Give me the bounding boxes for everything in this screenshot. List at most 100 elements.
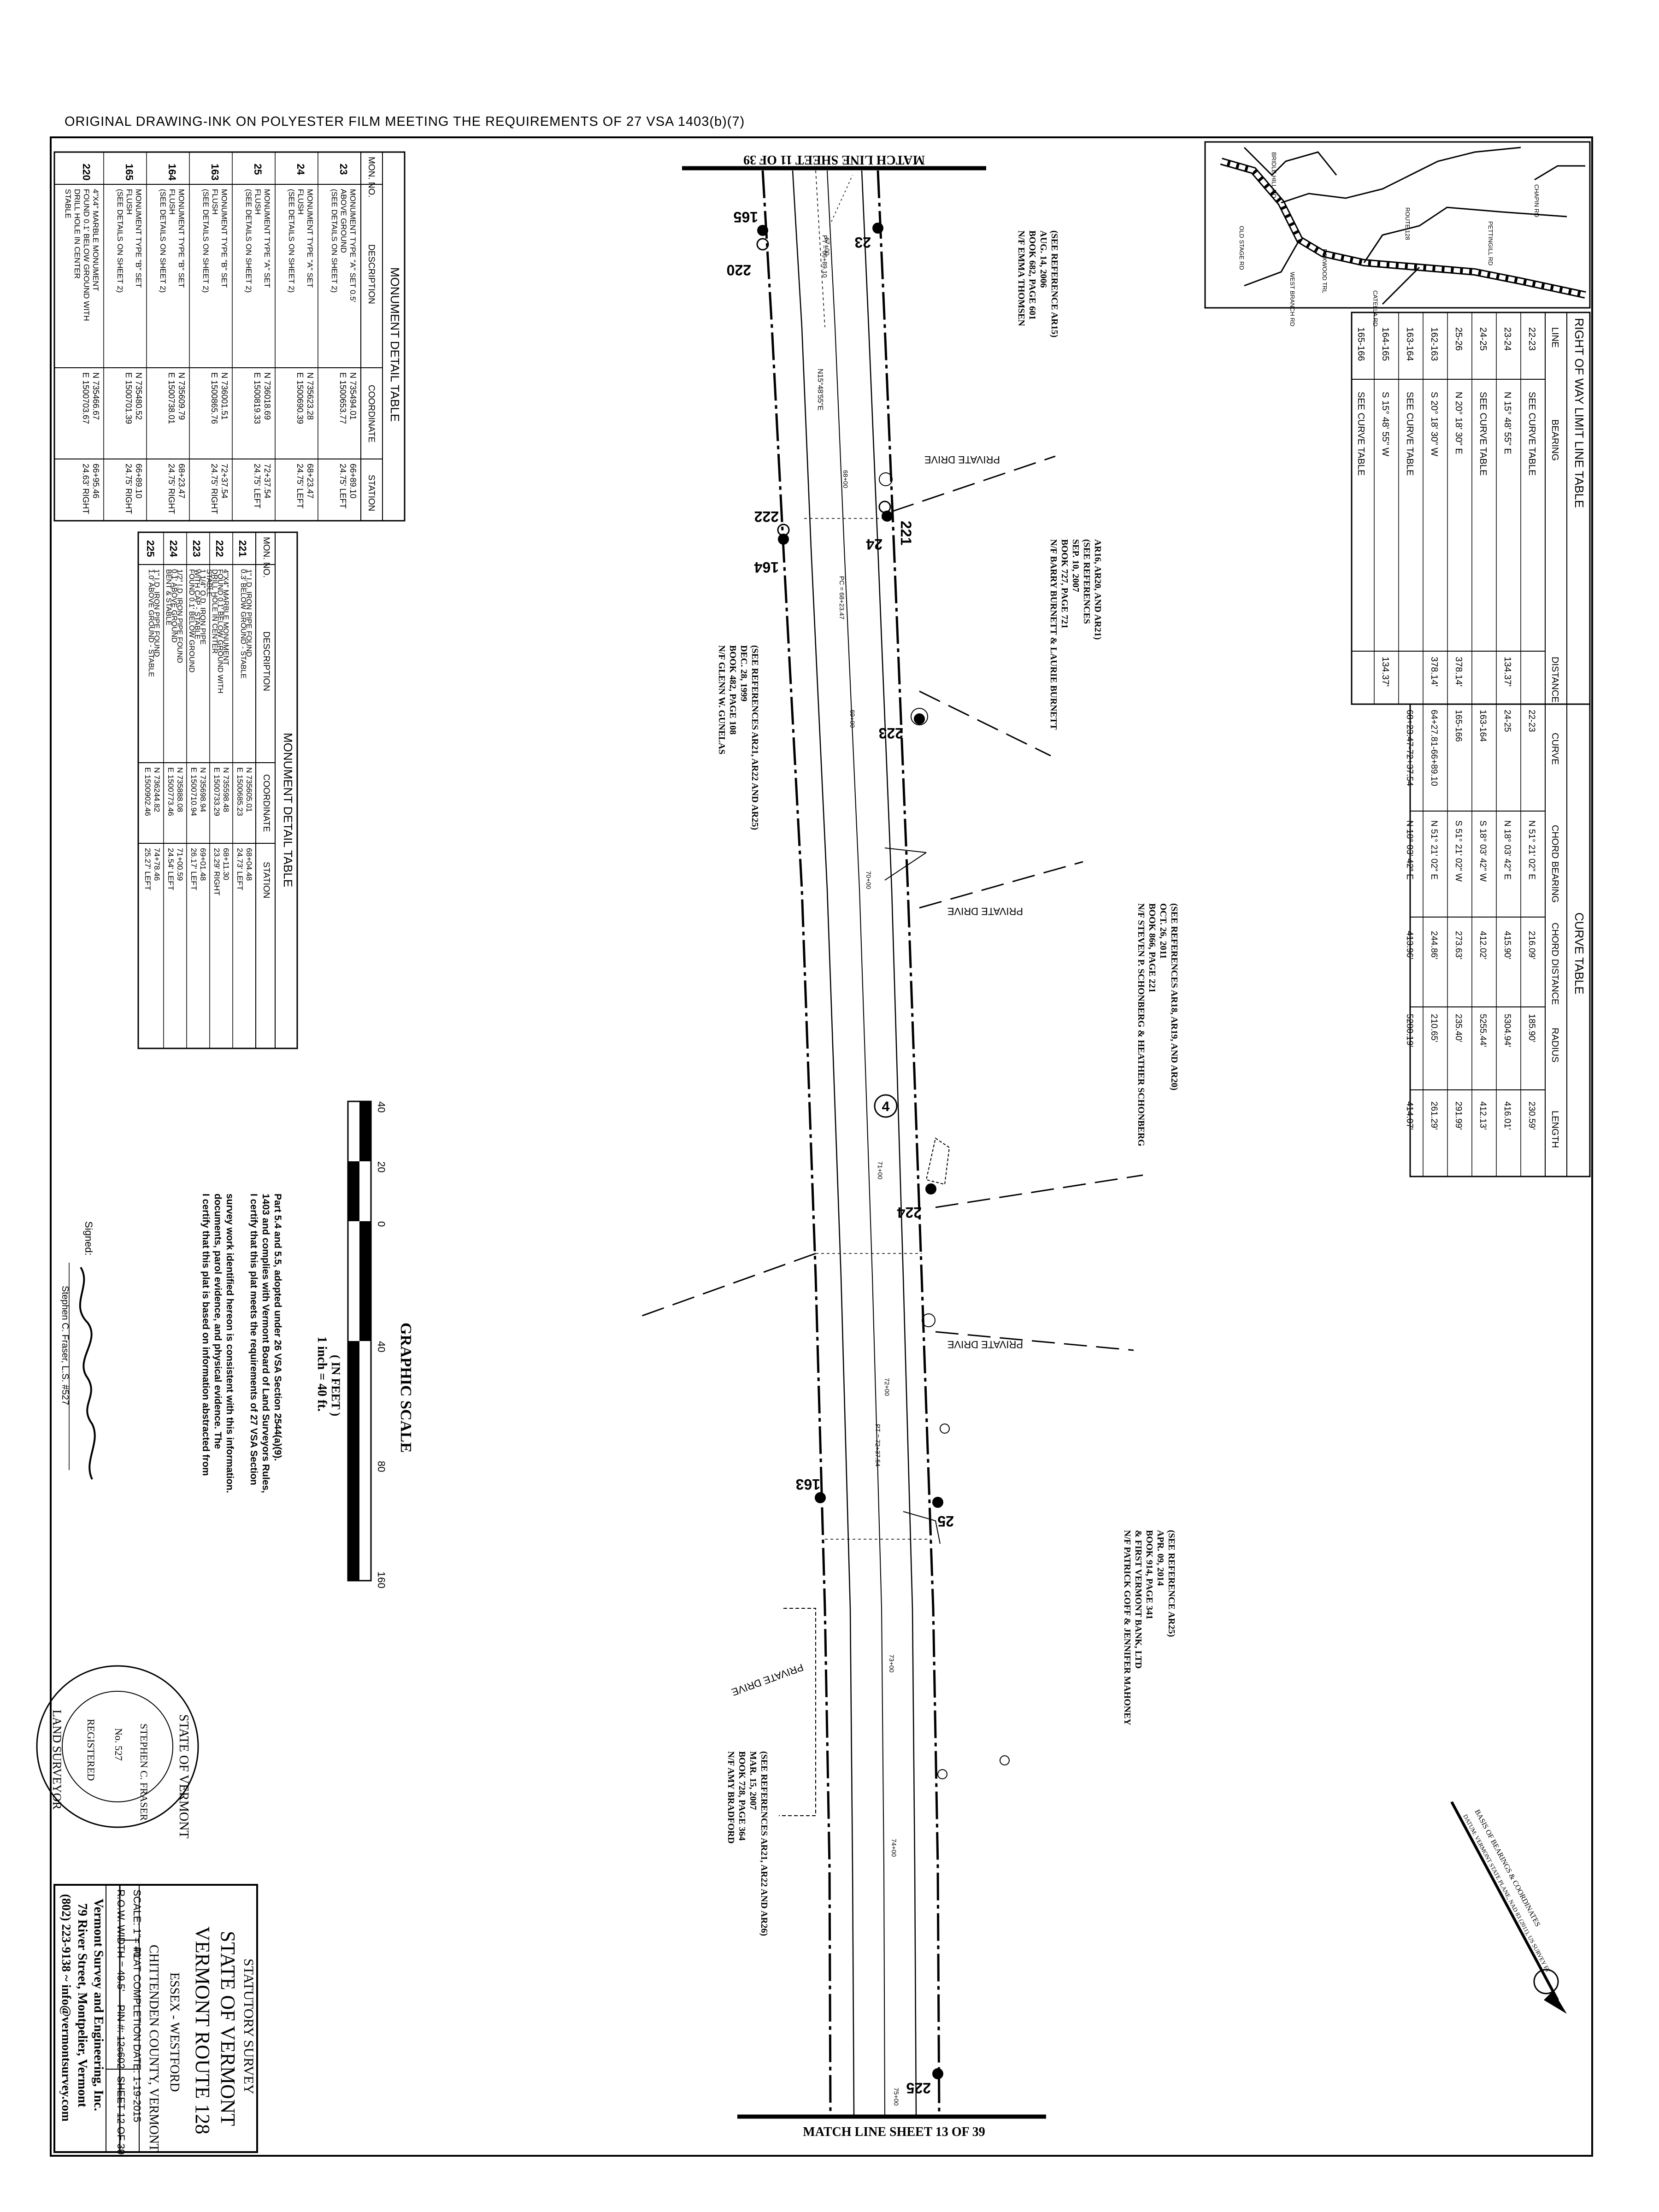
svg-text:AR16, AR20, AND AR21): AR16, AR20, AND AR21) [1093,539,1103,640]
monument-2-desc-0-1: 0.3' BELOW GROUND - STABLE [239,569,247,678]
monument-2-desc-4-0: 1" I.D. IRON PIPE FOUND [153,569,160,657]
svg-text:Part 5.4 and 5.5, adopted unde: Part 5.4 and 5.5, adopted under 26 VSA S… [272,1194,283,1461]
station-75: 75+00 [893,2088,900,2106]
curve-table-bearing-4: N 51° 21' 02" E [1429,820,1439,880]
monument-table-1-header-coord: COORDINATE [366,385,376,442]
property-line-c [919,861,1083,909]
row-table-line-7: 165-166 [1356,327,1366,361]
svg-text:BOOK 866, PAGE 221: BOOK 866, PAGE 221 [1147,903,1157,993]
row-table-distance-6: 134.37' [1380,657,1390,687]
monument-table-1-title: MONUMENT DETAIL TABLE [388,267,402,422]
monument-table-1-header-no: MON. NO. [366,157,376,198]
vicinity-label-chapin: CHAPIN RD [1533,184,1540,218]
certification-block: I certify that this plat is based on inf… [60,1194,283,1493]
monument-1-desc-4-2: (SEE DETAILS ON SHEET 2) [159,189,167,293]
monument-2-coord-0-0: N 735605.01 [245,767,253,812]
row-table-line-4: 162-163 [1429,327,1439,361]
monument-1-station-3-1: 24.75' RIGHT [210,464,219,514]
svg-text:BOOK 914, PAGE 341: BOOK 914, PAGE 341 [1144,1530,1154,1619]
property-line-f [635,1253,816,1319]
svg-text:AUG. 14, 2006: AUG. 14, 2006 [1038,230,1048,288]
row-table-line-5: 163-164 [1405,327,1415,361]
private-drives: PRIVATE DRIVE PRIVATE DRIVE PRIVATE DRIV… [730,454,1023,1698]
monument-2-desc-3-1: 0.1' ABOVE GROUND [170,569,178,643]
owner-block-3: N/F STEVEN P. SCHONBERG & HEATHER SCHONB… [1136,903,1179,1147]
station-labels: 67+00 68+00 69+00 70+00 71+00 72+00 73+0… [824,237,900,2106]
monument-1-desc-0-1: ABOVE GROUND [339,189,348,253]
vicinity-label-westbranch: WEST BRANCH RD [1289,272,1296,326]
svg-text:N/F STEVEN P. SCHONBERG & HEAT: N/F STEVEN P. SCHONBERG & HEATHER SCHONB… [1136,903,1146,1147]
monument-2-coord-2-0: N 735698.94 [199,767,207,812]
svg-text:BOOK 727, PAGE 721: BOOK 727, PAGE 721 [1059,539,1070,629]
station-68: 68+00 [842,470,849,488]
vicinity-road-c [1363,206,1567,263]
row-line-right [761,170,832,2116]
curve-table-header-bearing: CHORD BEARING [1550,825,1560,903]
monument-labels: 23 221 24 223 224 25 225 165 220 222 164… [727,209,954,2096]
curve-table-curve-0: 22-23 [1527,710,1536,732]
monument-2-desc-1-3: STABLE [205,569,213,597]
svg-text:(SEE REFERENCE AR25): (SEE REFERENCE AR25) [1166,1530,1177,1637]
old-line-top [829,175,853,226]
title-sheet: SHEET 12 OF 39 [115,2076,127,2155]
monument-1-coord-1-1: E 1500690.39 [295,372,305,424]
title-pin: PIN #: 12c602 [115,2005,127,2069]
private-drive-label-4: PRIVATE DRIVE [730,1661,805,1698]
svg-text:(SEE REFERENCES: (SEE REFERENCES [1082,539,1092,624]
tree-c [1000,1755,1010,1765]
monument-table-2-header-no: MON. NO. [261,537,271,578]
station-69: 69+00 [849,710,856,728]
monument-1-coord-6-1: E 1500703.67 [81,372,90,424]
north-arrow: BASIS OF BEARINGS & COORDINATES DATUM: V… [1450,1801,1567,2014]
row-table-bearing-0: SEE CURVE TABLE [1527,392,1537,476]
scale-tick-160: 160 [376,1571,387,1588]
vicinity-label-pettingill: PETTINGILL RD [1487,221,1494,265]
monument-label-25: 25 [937,1513,954,1530]
svg-text:documents, parol evidence, and: documents, parol evidence, and physical … [212,1194,223,1449]
monument-2-station-2-1: 26.17' LEFT [189,848,198,890]
match-line-bottom: MATCH LINE SHEET 13 OF 39 [737,2114,1046,2139]
station-67: 67+00 [824,237,831,256]
monument-table-2-header-station: STATION [261,862,271,899]
vicinity-road-e [1382,266,1420,305]
monument-2-desc-2-1: WITH CAP - STABLE [193,569,201,639]
monument-2-desc-1-2: DRILL HOLE IN CENTER [211,569,218,653]
monument-1-no-3: 163 [209,164,221,181]
monument-1-station-4-0: 68+23.47 [177,464,186,499]
curve-table-bearing-2: S 18° 03' 42" W [1478,820,1488,882]
monument-1-coord-6-0: N 735466.67 [91,372,100,420]
svg-text:(SEE REFERENCE AR15): (SEE REFERENCE AR15) [1049,230,1059,337]
utility-pole [922,1313,935,1327]
svg-text:N/F GLENN W. GUNELAS: N/F GLENN W. GUNELAS [717,645,727,754]
monument-2-desc-2-2: FOUND 0.1' BELOW GROUND [188,569,195,672]
row-table-bearing-5: SEE CURVE TABLE [1405,392,1415,476]
curve-table-distance-2: 412.02' [1478,931,1488,959]
curve-table-length-2: 412.13' [1478,1101,1488,1130]
monument-2-desc-1-1: FOUND 0.1' BELOW GROUND WITH [216,569,224,694]
curve-table-radius-5: 5280.19' [1405,1014,1414,1047]
graphic-scale: 40 20 0 40 80 160 GRAPHIC SCALE ( IN FEE… [315,1100,414,1588]
monument-table-2: MONUMENT DETAIL TABLE MON. NO. DESCRIPTI… [137,531,298,1049]
monument-1-desc-3-1: FLUSH [211,189,219,215]
monument-1-desc-0-0: MONUMENT TYPE "A" SET 0.5' [348,189,357,302]
title-phone: (802) 223-9138 ~ info@vermontsurvey.com [59,1894,73,2122]
monument-1-desc-2-2: (SEE DETAILS ON SHEET 2) [244,189,253,293]
pavement-edge-left [861,170,917,2116]
monument-2-coord-4-0: N 736244.82 [153,767,161,812]
monument-1-station-1-1: 24.75' LEFT [295,464,305,509]
monument-2-no-1: 222 [214,540,225,557]
owner-block-6: N/F AMY BRADFORD BOOK 728, PAGE 364 MAR.… [726,1751,769,1936]
title-company: Vermont Survey and Engineering, Inc. [91,1899,106,2111]
owner-block-2: N/F BARRY BURNETT & LAURIE BURNETT BOOK … [1048,539,1103,730]
owner-block-1: N/F EMMA THOMSEN BOOK 682, PAGE 601 AUG.… [1016,230,1059,337]
monument-1-coord-3-1: E 1500865.76 [210,372,219,424]
building-outline [779,1608,816,1816]
curve-table-title: CURVE TABLE [1572,912,1586,994]
svg-text:OCT. 26, 2011: OCT. 26, 2011 [1158,903,1168,959]
line-annotations: N15°48'55"E PC = 68+23.47 PT = 66+89.10 … [816,235,882,1467]
vicinity-road-d [1244,239,1300,287]
pc-annotation: PC = 68+23.47 [838,576,846,619]
title-line-1: STATUTORY SURVEY [241,1959,256,2094]
vicinity-route-128-casing [1220,158,1586,299]
